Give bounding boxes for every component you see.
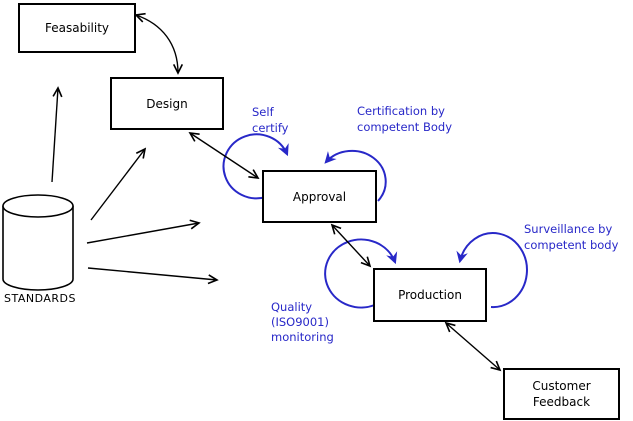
annotation-quality-line3: monitoring [271,330,334,344]
annotation-quality-line1: Quality [271,300,313,314]
annotation-self-certify-line1: Self [252,105,274,119]
arrow-design-approval [188,131,260,180]
node-feasability: Feasability [18,3,136,53]
node-approval: Approval [262,170,377,223]
annotation-self-certify-line2: certify [252,121,289,135]
annotation-certification-line2: competent Body [357,120,453,134]
node-feasability-label: Feasability [44,21,109,35]
annotation-self-certify: Self certify [252,104,288,136]
node-design-label: Design [146,96,188,111]
certification-loop-arrow [324,149,387,202]
node-production-label: Production [398,288,462,302]
arrow-standards-feasability [51,86,63,183]
quality-monitoring-loop-arrow [324,238,398,309]
standards-label: STANDARDS [4,292,76,305]
arrow-standards-production [87,267,219,285]
node-customer-feedback-line1: Customer [532,379,591,393]
node-design: Design [110,77,224,130]
arrow-approval-production [330,223,372,268]
surveillance-loop-arrow [456,232,528,309]
annotation-quality-monitoring: Quality (ISO9001) monitoring [271,300,334,345]
annotation-surveillance-line1: Surveillance by [524,222,613,236]
annotation-quality-line2: (ISO9001) [271,315,329,329]
standards-cylinder [2,194,74,291]
arrow-production-feedback [444,321,502,372]
annotation-surveillance-line2: competent body [524,238,619,252]
annotation-surveillance: Surveillance by competent body [524,221,618,253]
annotation-certification: Certification by competent Body [357,103,452,135]
node-production: Production [373,268,487,322]
node-customer-feedback: Customer Feedback [503,368,620,420]
annotation-certification-line1: Certification by [357,104,445,118]
node-customer-feedback-line2: Feedback [532,395,591,409]
arrow-feasability-design [134,12,184,75]
arrow-standards-approval [86,219,201,244]
node-approval-label: Approval [292,189,347,204]
arrow-standards-design [90,147,147,221]
